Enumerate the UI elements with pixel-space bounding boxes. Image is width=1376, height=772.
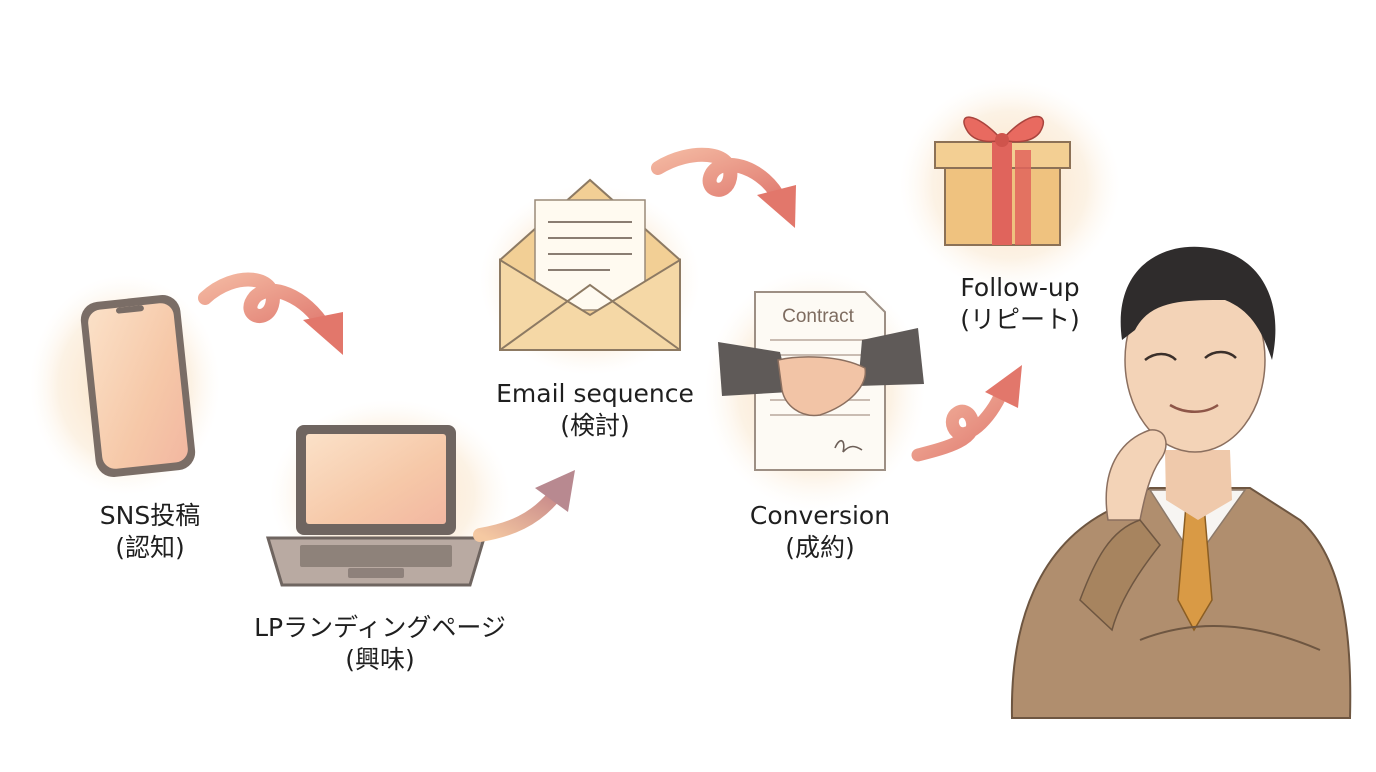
- contract-heading: Contract: [782, 306, 855, 327]
- step-title: Conversion: [749, 501, 891, 530]
- arrow-icon: [198, 272, 343, 355]
- arrow-icon: [473, 470, 575, 542]
- step-subtitle: (成約): [785, 533, 855, 562]
- arrow-icon: [911, 365, 1022, 462]
- laptop-icon: [265, 425, 487, 587]
- smartphone-icon: [80, 295, 196, 477]
- contract-handshake-icon: Contract: [718, 291, 924, 471]
- envelope-icon: [499, 178, 681, 351]
- step-label-follow-up: Follow-up (リピート): [920, 272, 1120, 336]
- step-title: SNS投稿: [99, 501, 201, 530]
- step-subtitle: (検討): [560, 411, 630, 440]
- step-title: Follow-up: [960, 273, 1080, 302]
- step-label-email-sequence: Email sequence (検討): [475, 378, 715, 442]
- step-subtitle: (リピート): [960, 305, 1080, 334]
- step-subtitle: (認知): [115, 533, 185, 562]
- step-label-landing-page: LPランディングページ (興味): [220, 612, 540, 676]
- step-subtitle: (興味): [345, 645, 415, 674]
- arrow-icon: [651, 147, 796, 228]
- step-label-conversion: Conversion (成約): [720, 500, 920, 564]
- step-title: LPランディングページ: [254, 613, 506, 642]
- gift-box-icon: [934, 115, 1071, 246]
- businessman-thinking-icon: [1010, 246, 1352, 719]
- step-title: Email sequence: [496, 379, 694, 408]
- step-label-sns: SNS投稿 (認知): [60, 500, 240, 564]
